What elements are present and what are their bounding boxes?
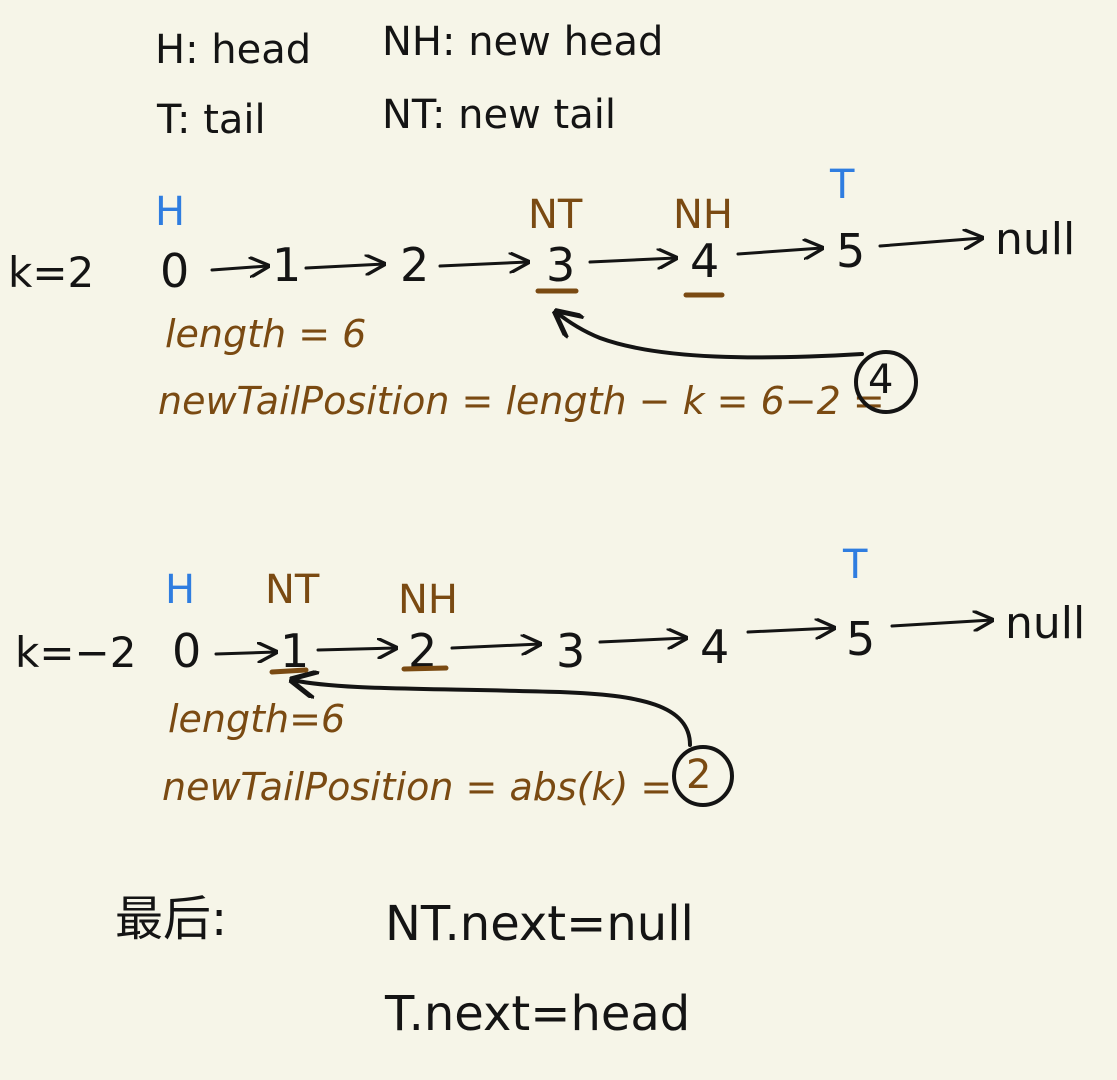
ex2-result: 2 (686, 752, 712, 798)
ex1-result: 4 (868, 357, 894, 403)
ex1-formula: newTailPosition = length − k = 6−2 = (158, 379, 885, 423)
ex2-arrow-1-2 (316, 648, 396, 650)
ex1-k-value: k=2 (8, 248, 95, 297)
ex2-pointer-curve (292, 680, 692, 747)
ex2-formula: newTailPosition = abs(k) = (162, 765, 673, 809)
ex1-underlines (535, 288, 725, 298)
ex2-tail-marker: T (843, 542, 868, 588)
ex1-arrow-4-5 (736, 248, 822, 254)
ex2-nh-underline (401, 665, 449, 672)
ex2-arrow-5-null (890, 620, 992, 626)
ex2-new-head-marker: NH (398, 577, 458, 623)
ex1-arrow-2-3 (438, 262, 528, 266)
ex2-head-marker: H (165, 567, 196, 613)
ex1-tail-marker: T (830, 162, 855, 208)
ex1-length-line: length = 6 (165, 312, 367, 356)
ex1-node-0: 0 (160, 244, 190, 298)
ex1-null: null (995, 214, 1076, 265)
ex2-arrow-3-4 (598, 638, 686, 642)
ex1-result-circle (854, 350, 918, 414)
ex2-node-0: 0 (172, 624, 202, 678)
ex2-new-tail-marker: NT (265, 567, 320, 613)
final-line-1: NT.next=null (385, 896, 694, 952)
ex2-node-4: 4 (700, 620, 730, 674)
legend-tail: T: tail (157, 97, 266, 143)
ex2-link-arrows (214, 620, 992, 747)
ex2-node-3: 3 (556, 624, 586, 678)
final-label: 最后: (115, 891, 228, 947)
ex2-null: null (1005, 598, 1086, 649)
ex2-node-1: 1 (280, 624, 310, 678)
ex1-new-tail-marker: NT (528, 192, 583, 238)
ex1-arrow-5-null (878, 238, 982, 246)
ex1-pointer-curve (556, 312, 864, 360)
ex1-arrow-1-2 (304, 264, 384, 268)
ex1-arrow-0-1 (210, 266, 268, 270)
ex1-head-marker: H (155, 189, 186, 235)
ex1-node-4: 4 (690, 234, 720, 288)
ex2-arrow-0-1 (214, 652, 276, 654)
ex2-arrow-2-3 (450, 644, 540, 648)
ex1-node-1: 1 (272, 238, 302, 292)
ex2-k-value: k=−2 (15, 628, 137, 677)
ex2-nt-underline (269, 667, 309, 675)
ex2-arrow-4-5 (746, 628, 834, 632)
ex1-node-2: 2 (400, 238, 430, 292)
ex2-underlines (269, 665, 449, 675)
legend-head: H: head (155, 27, 312, 73)
ex1-new-head-marker: NH (673, 192, 733, 238)
ex2-node-5: 5 (846, 612, 876, 666)
ex1-link-arrows (210, 238, 982, 360)
legend-new-tail: NT: new tail (382, 92, 616, 138)
ex1-node-3: 3 (546, 238, 576, 292)
ex1-node-5: 5 (836, 224, 866, 278)
ex2-result-circle (672, 745, 734, 807)
final-line-2: T.next=head (385, 986, 691, 1042)
ex1-arrow-3-4 (588, 258, 676, 262)
legend-new-head: NH: new head (382, 19, 664, 65)
ex2-length-line: length=6 (168, 697, 346, 741)
